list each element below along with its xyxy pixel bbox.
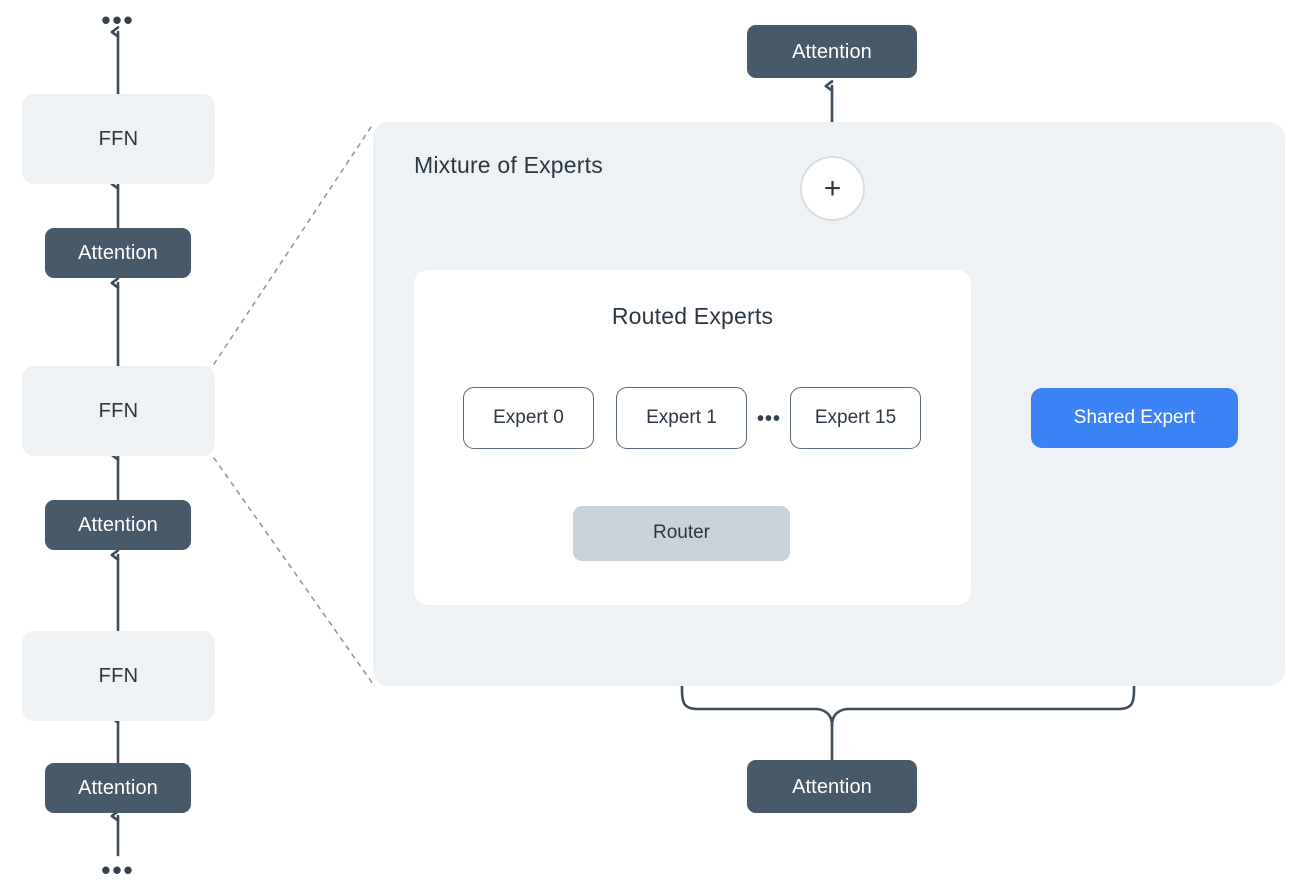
ffn-top-label: FFN [98, 128, 139, 150]
attention-base-label: Attention [78, 777, 158, 799]
moe-input-attention-label: Attention [792, 775, 872, 798]
ffn-bottom[interactable]: FFN [22, 631, 215, 721]
expert-1-label: Expert 1 [646, 406, 717, 428]
ffn-middle-label: FFN [98, 400, 139, 422]
experts-ellipsis: ••• [756, 408, 781, 430]
shared-expert-label: Shared Expert [1073, 406, 1196, 428]
routed-experts-title: Routed Experts [611, 303, 774, 329]
router-label: Router [652, 522, 711, 544]
ffn-middle[interactable]: FFN [22, 366, 215, 456]
ffn-bottom-label: FFN [98, 665, 139, 687]
expert-15[interactable]: Expert 15 [790, 387, 921, 449]
shared-expert[interactable]: Shared Expert [1031, 388, 1238, 448]
mixture-of-experts-title: Mixture of Experts [414, 152, 603, 178]
attention-upper-label: Attention [78, 242, 158, 264]
moe-output-attention-label: Attention [792, 40, 872, 63]
attention-lower-label: Attention [78, 514, 158, 536]
ffn-top[interactable]: FFN [22, 94, 215, 184]
expert-1[interactable]: Expert 1 [616, 387, 747, 449]
attention-lower[interactable]: Attention [45, 500, 191, 550]
dashed-connector-lower [213, 457, 374, 685]
expert-15-label: Expert 15 [814, 406, 897, 428]
router-node[interactable]: Router [573, 506, 790, 561]
moe-output-attention[interactable]: Attention [747, 25, 917, 78]
moe-input-attention[interactable]: Attention [747, 760, 917, 813]
attention-base[interactable]: Attention [45, 763, 191, 813]
stack-bottom-ellipsis: ••• [101, 854, 135, 885]
attention-upper[interactable]: Attention [45, 228, 191, 278]
plus-icon: + [823, 171, 842, 205]
dashed-connector-upper [213, 123, 374, 365]
expert-0-label: Expert 0 [493, 406, 564, 428]
expert-0[interactable]: Expert 0 [463, 387, 594, 449]
stack-top-ellipsis: ••• [101, 4, 135, 35]
sum-node[interactable]: + [800, 156, 865, 221]
